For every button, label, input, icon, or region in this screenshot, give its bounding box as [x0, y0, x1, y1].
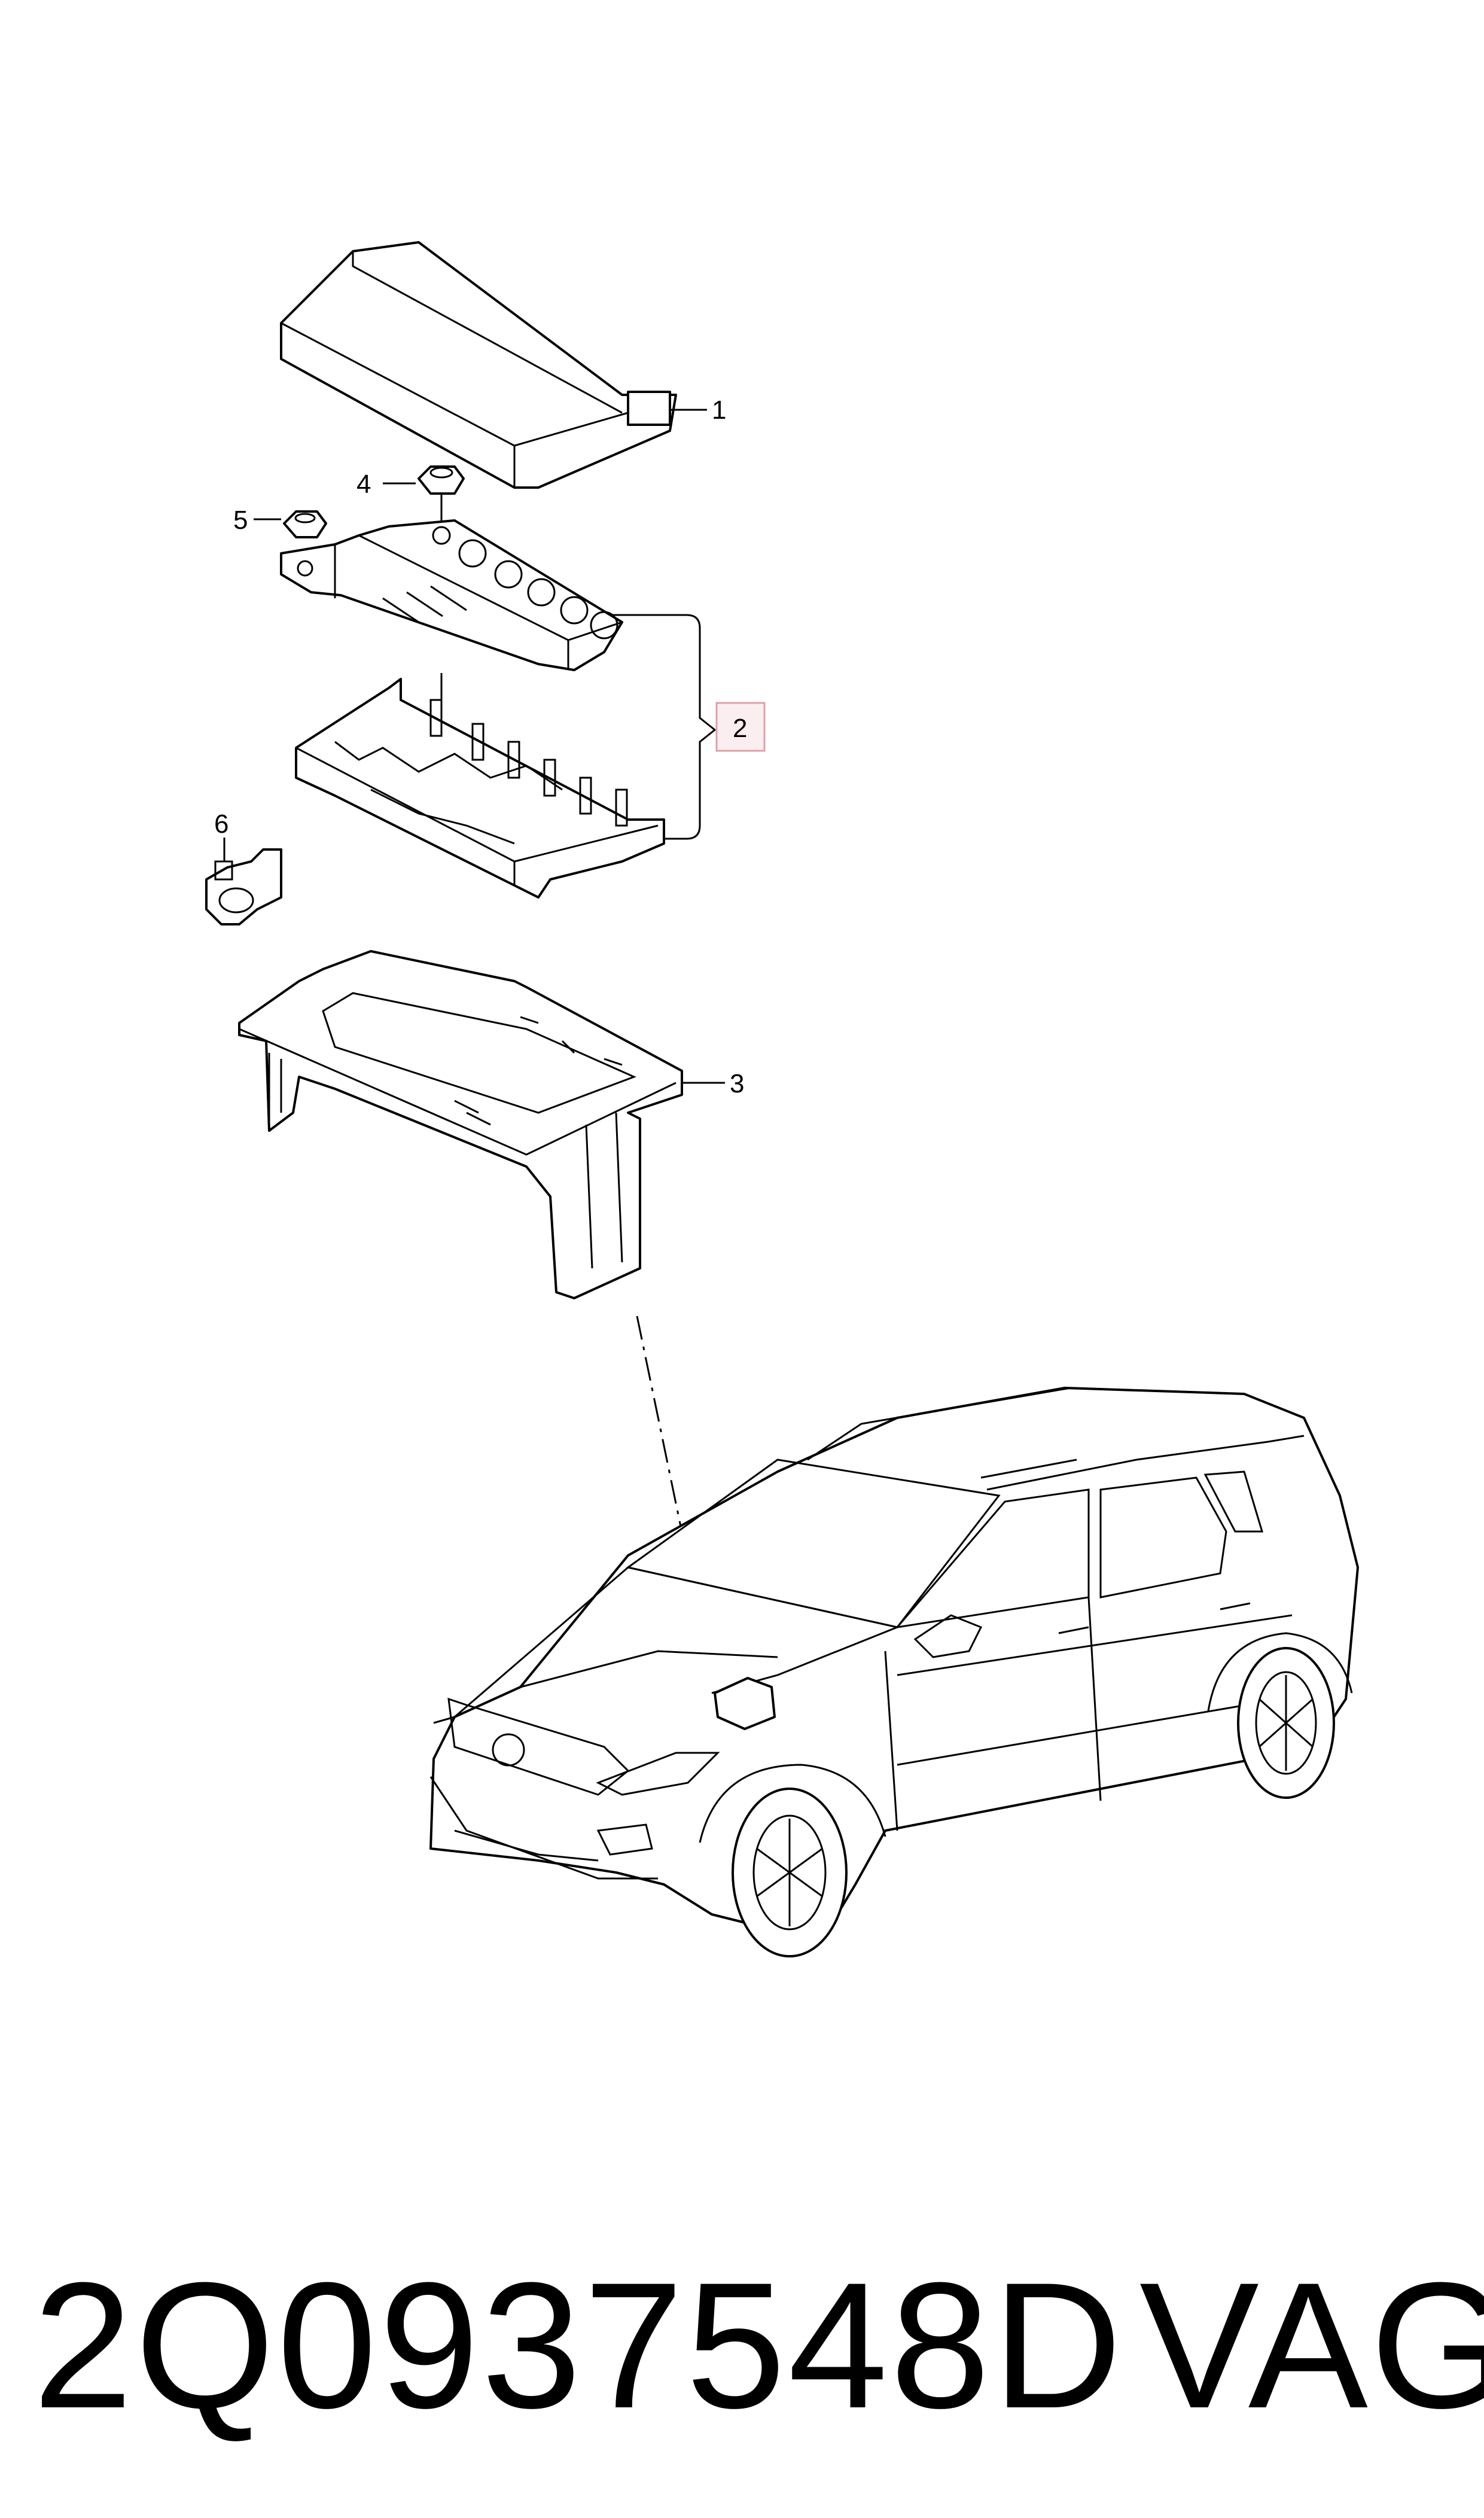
svg-text:6: 6 — [214, 809, 228, 839]
part-6-battery-clamp — [205, 838, 282, 925]
callout-4: 4 — [356, 470, 416, 499]
callout-5: 5 — [233, 506, 281, 535]
vehicle-illustration — [429, 1387, 1359, 1957]
svg-text:4: 4 — [356, 470, 371, 499]
svg-text:3: 3 — [730, 1069, 744, 1098]
callout-2-group: 2 — [610, 614, 766, 840]
svg-text:2: 2 — [733, 714, 747, 743]
part-number-label: 2Q0937548D — [33, 2245, 1125, 2446]
part-3-bracket — [238, 950, 683, 1299]
part-1-cover — [280, 241, 677, 489]
callout-1: 1 — [671, 395, 726, 425]
part-5-nut — [283, 510, 327, 538]
callout-2-highlight-box — [715, 702, 766, 752]
exploded-parts-diagram: 1 4 5 6 3 2 — [205, 241, 1359, 1957]
brand-label: VAG — [1139, 2245, 1484, 2446]
part-4-nut — [418, 465, 465, 526]
svg-text:1: 1 — [712, 395, 726, 425]
part-2-terminal-carrier — [280, 519, 623, 671]
svg-text:5: 5 — [233, 506, 248, 535]
callout-3: 3 — [683, 1069, 744, 1098]
callout-6: 6 — [214, 809, 228, 839]
part-2-fuse-holder — [295, 673, 665, 899]
